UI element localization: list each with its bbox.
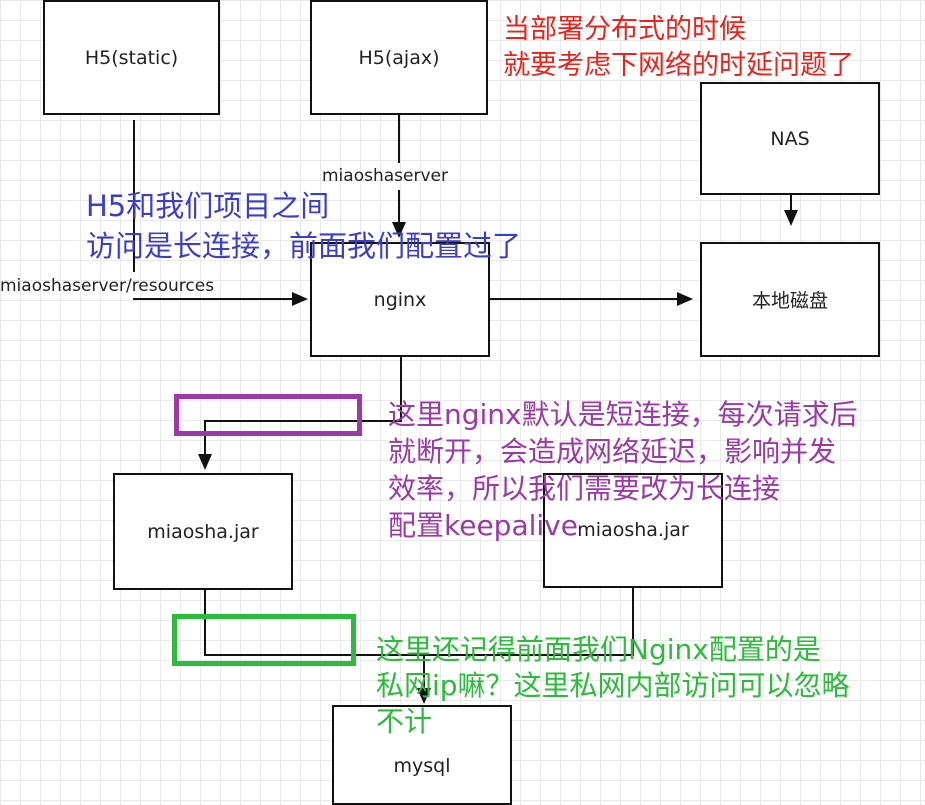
arrow-to-mysql: [417, 688, 431, 704]
wire-static-to-nginx: [133, 298, 293, 300]
wire-join-to-mysql: [423, 654, 425, 688]
annotation-purple: 这里nginx默认是短连接，每次请求后 就断开，会造成网络延迟，影响并发 效率，…: [388, 396, 858, 544]
wire-nginx-to-disk: [490, 298, 678, 300]
arrow-static-to-nginx: [292, 292, 308, 306]
wire-jar-join: [204, 654, 634, 656]
edge-label-static: miaoshaserver/resources: [0, 276, 215, 296]
wire-branch-to-jar1: [204, 420, 206, 454]
node-label: miaosha.jar: [147, 520, 259, 543]
annotation-line: 不计: [376, 705, 433, 738]
annotation-line: 私网ip嘛？这里私网内部访问可以忽略: [376, 669, 850, 702]
arrow-nginx-to-disk: [677, 292, 693, 306]
node-h5-static: H5(static): [43, 0, 220, 115]
highlight-purple: [174, 394, 362, 436]
wire-nginx-down: [400, 356, 402, 422]
annotation-red: 当部署分布式的时候 就要考虑下网络的时延问题了: [503, 12, 854, 84]
node-nginx: nginx: [310, 242, 490, 357]
edge-label-ajax: miaoshaserver: [322, 166, 448, 186]
annotation-line: H5和我们项目之间: [86, 189, 330, 223]
annotation-line: 就要考虑下网络的时延问题了: [503, 50, 854, 81]
arrow-ajax-to-nginx: [392, 222, 406, 238]
annotation-line: 效率，所以我们需要改为长连接: [388, 472, 781, 505]
wire-ajax-to-nginx: [398, 115, 400, 163]
annotation-line: 当部署分布式的时候: [503, 14, 746, 45]
highlight-green: [172, 614, 356, 666]
wire-jar2-down: [632, 588, 634, 656]
node-jar-1: miaosha.jar: [113, 473, 293, 590]
node-mysql: mysql: [332, 705, 512, 805]
annotation-line: 这里nginx默认是短连接，每次请求后: [388, 398, 858, 431]
annotation-line: 这里还记得前面我们Nginx配置的是: [376, 633, 821, 666]
node-label: nginx: [373, 288, 427, 311]
node-label: H5(static): [84, 46, 179, 69]
node-label: 本地磁盘: [751, 290, 828, 312]
arrow-nas-to-disk: [784, 210, 798, 226]
wire-nginx-branch-left: [204, 420, 402, 422]
node-label: miaosha.jar: [577, 519, 689, 541]
node-local-disk: 本地磁盘: [700, 242, 880, 357]
node-h5-ajax: H5(ajax): [310, 0, 488, 115]
wire-ajax-to-nginx-2: [398, 190, 400, 224]
node-label: NAS: [770, 127, 810, 150]
wire-nas-to-disk: [790, 195, 792, 211]
node-label: mysql: [393, 755, 451, 777]
annotation-green: 这里还记得前面我们Nginx配置的是 私网ip嘛？这里私网内部访问可以忽略 不计: [376, 632, 850, 740]
wire-static-down: [133, 120, 135, 272]
node-nas: NAS: [700, 82, 880, 195]
wire-jar1-down: [204, 590, 206, 656]
arrow-to-jar1: [198, 454, 212, 470]
node-label: H5(ajax): [358, 46, 440, 69]
annotation-line: 配置keepalive: [388, 509, 578, 542]
annotation-line: 访问是长连接，前面我们配置过了: [86, 229, 522, 263]
annotation-line: 就断开，会造成网络延迟，影响并发: [388, 435, 837, 468]
node-jar-2: miaosha.jar: [543, 473, 723, 588]
annotation-blue: H5和我们项目之间 访问是长连接，前面我们配置过了: [86, 186, 521, 266]
